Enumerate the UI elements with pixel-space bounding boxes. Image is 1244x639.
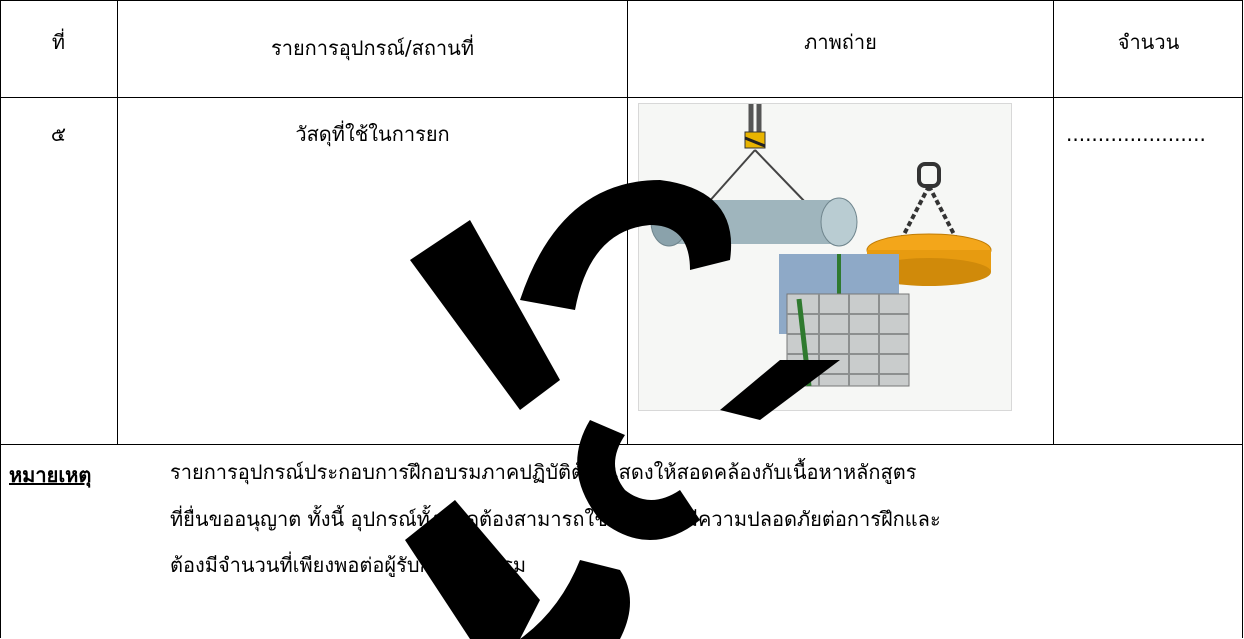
row-divider — [0, 444, 1243, 445]
hook-stripe — [744, 136, 766, 148]
column-divider-1 — [117, 0, 118, 445]
column-divider-3 — [1053, 0, 1054, 445]
note-label: หมายเหตุ — [9, 463, 92, 487]
header-photo: ภาพถ่าย — [804, 30, 877, 54]
pipe-end-right — [820, 197, 858, 247]
row-quantity: ...................... — [1066, 122, 1206, 146]
header-divider — [0, 97, 1243, 98]
sling-left — [706, 149, 756, 205]
header-quantity: จำนวน — [1117, 30, 1180, 54]
header-item: รายการอุปกรณ์/สถานที่ — [270, 36, 475, 60]
pipe — [669, 200, 839, 244]
sling-right — [754, 149, 808, 205]
note-line-3: ต้องมีจำนวนที่เพียงพอต่อผู้รับการฝึกอบรม — [170, 553, 527, 577]
chain-ring — [917, 162, 941, 188]
lifting-equipment-illustration — [650, 104, 992, 387]
lifting-equipment-photo — [638, 103, 1012, 411]
chain-right — [927, 185, 961, 245]
note-line-2: ที่ยื่นขออนุญาต ทั้งนี้ อุปกรณ์ทั้งหมดต้… — [170, 507, 941, 531]
pipe-end-left — [650, 197, 688, 247]
header-no: ที่ — [51, 30, 66, 54]
note-line-1: รายการอุปกรณ์ประกอบการฝึกอบรมภาคปฏิบัติต… — [170, 460, 917, 484]
row-no: ๕ — [50, 122, 67, 146]
column-divider-2 — [627, 0, 628, 445]
chain-left — [897, 185, 931, 245]
row-item: วัสดุที่ใช้ในการยก — [295, 122, 450, 146]
